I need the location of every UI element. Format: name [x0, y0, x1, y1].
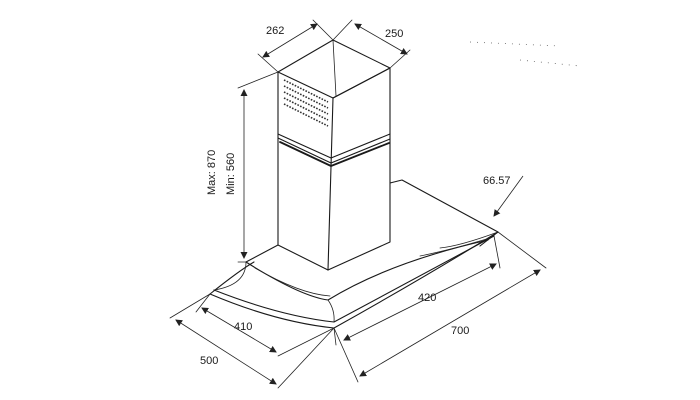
glass-top-edge: [245, 239, 489, 301]
canopy: [209, 179, 499, 329]
label-height-min: Min: 560: [225, 153, 237, 195]
label-chimney-width: 262: [266, 25, 284, 37]
label-chimney-depth: 250: [385, 28, 403, 40]
dim-canopy-front-depth: 420: [333, 235, 501, 346]
dim-height: Max: 870 Min: 560: [206, 71, 279, 263]
dim-chimney-depth: 250: [332, 19, 411, 69]
label-glass-angle: 66.57: [483, 175, 511, 187]
chimney-left-face: [277, 71, 334, 271]
canopy-back-panel: [389, 179, 499, 247]
dim-chimney-width: 262: [257, 19, 334, 73]
chimney: [277, 39, 391, 271]
label-base-depth: 410: [234, 321, 252, 333]
label-canopy-width: 700: [451, 325, 469, 337]
dim-glass-angle: 66.57: [483, 175, 524, 217]
chimney-right-face: [327, 67, 391, 271]
chimney-joint-band: [277, 133, 391, 167]
dim-base-overall-depth: 500: [169, 293, 335, 389]
label-canopy-front-depth: 420: [418, 292, 436, 304]
chimney-top-face: [277, 39, 391, 99]
label-base-overall-depth: 500: [200, 355, 218, 367]
background-speckle: [469, 41, 581, 67]
dim-canopy-width: 700: [333, 231, 547, 383]
label-height-max: Max: 870: [206, 150, 218, 195]
vent-grille: [283, 79, 329, 127]
